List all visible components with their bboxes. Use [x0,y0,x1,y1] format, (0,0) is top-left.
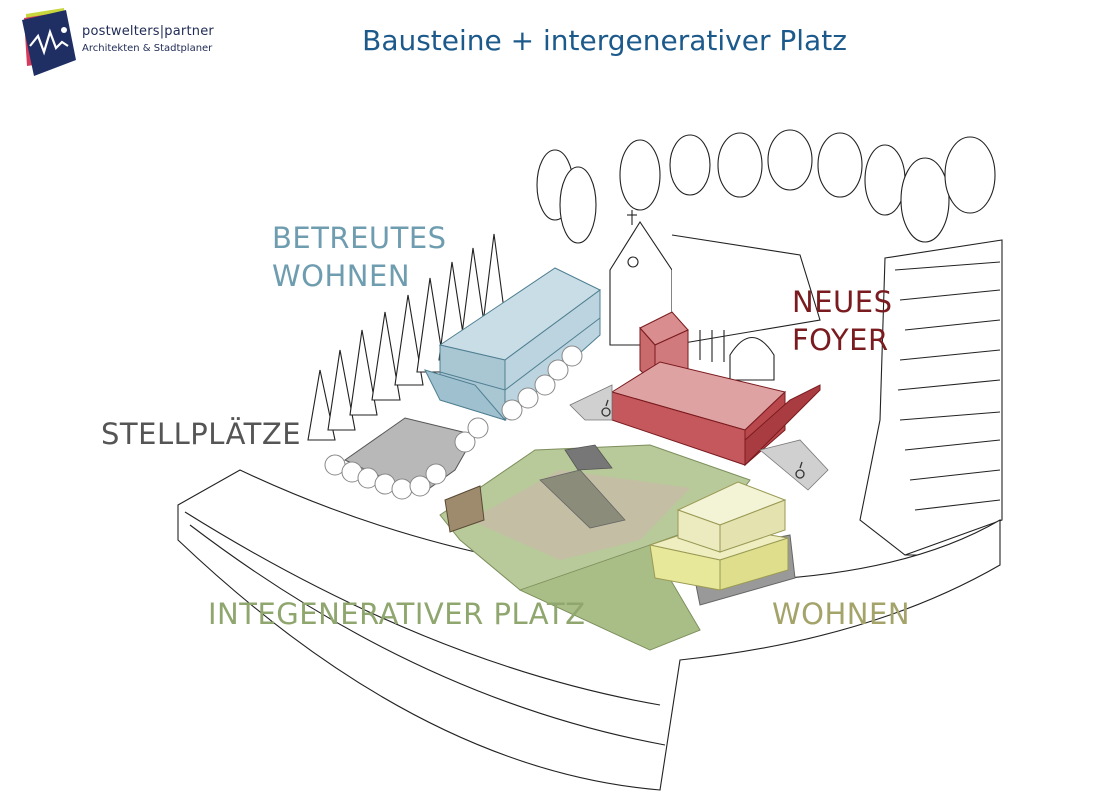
neues-foyer-building [610,311,821,467]
background-trees [536,129,996,244]
wheelchair-icon [601,399,611,417]
church [609,210,821,381]
foyer-side-path [759,439,829,491]
postwelters-logo-icon [22,8,76,76]
betreutes-wohnen-building [424,267,601,422]
logo-name: postwelters|partner [82,24,214,39]
logo-subtitle: Architekten & Stadtplaner [82,43,213,54]
page-title: Bausteine + intergenerativer Platz [362,24,847,57]
wohnen-building [648,481,796,606]
label-neues-foyer-line1: NEUES [792,285,893,319]
label-betreutes-wohnen-line1: BETREUTES [272,221,447,255]
label-intergenerativer-platz: INTEGENERATIVER PLATZ [208,597,586,631]
foyer-forecourt [569,384,613,421]
company-logo: postwelters|partner Architekten & Stadtp… [20,6,220,78]
label-neues-foyer-line2: FOYER [792,323,889,357]
label-wohnen: WOHNEN [772,597,911,631]
label-betreutes-wohnen-line2: WOHNEN [272,259,411,293]
label-stellplaetze: STELLPLÄTZE [101,417,302,451]
parking-area [324,345,583,500]
wheelchair-icon-2 [795,461,805,479]
